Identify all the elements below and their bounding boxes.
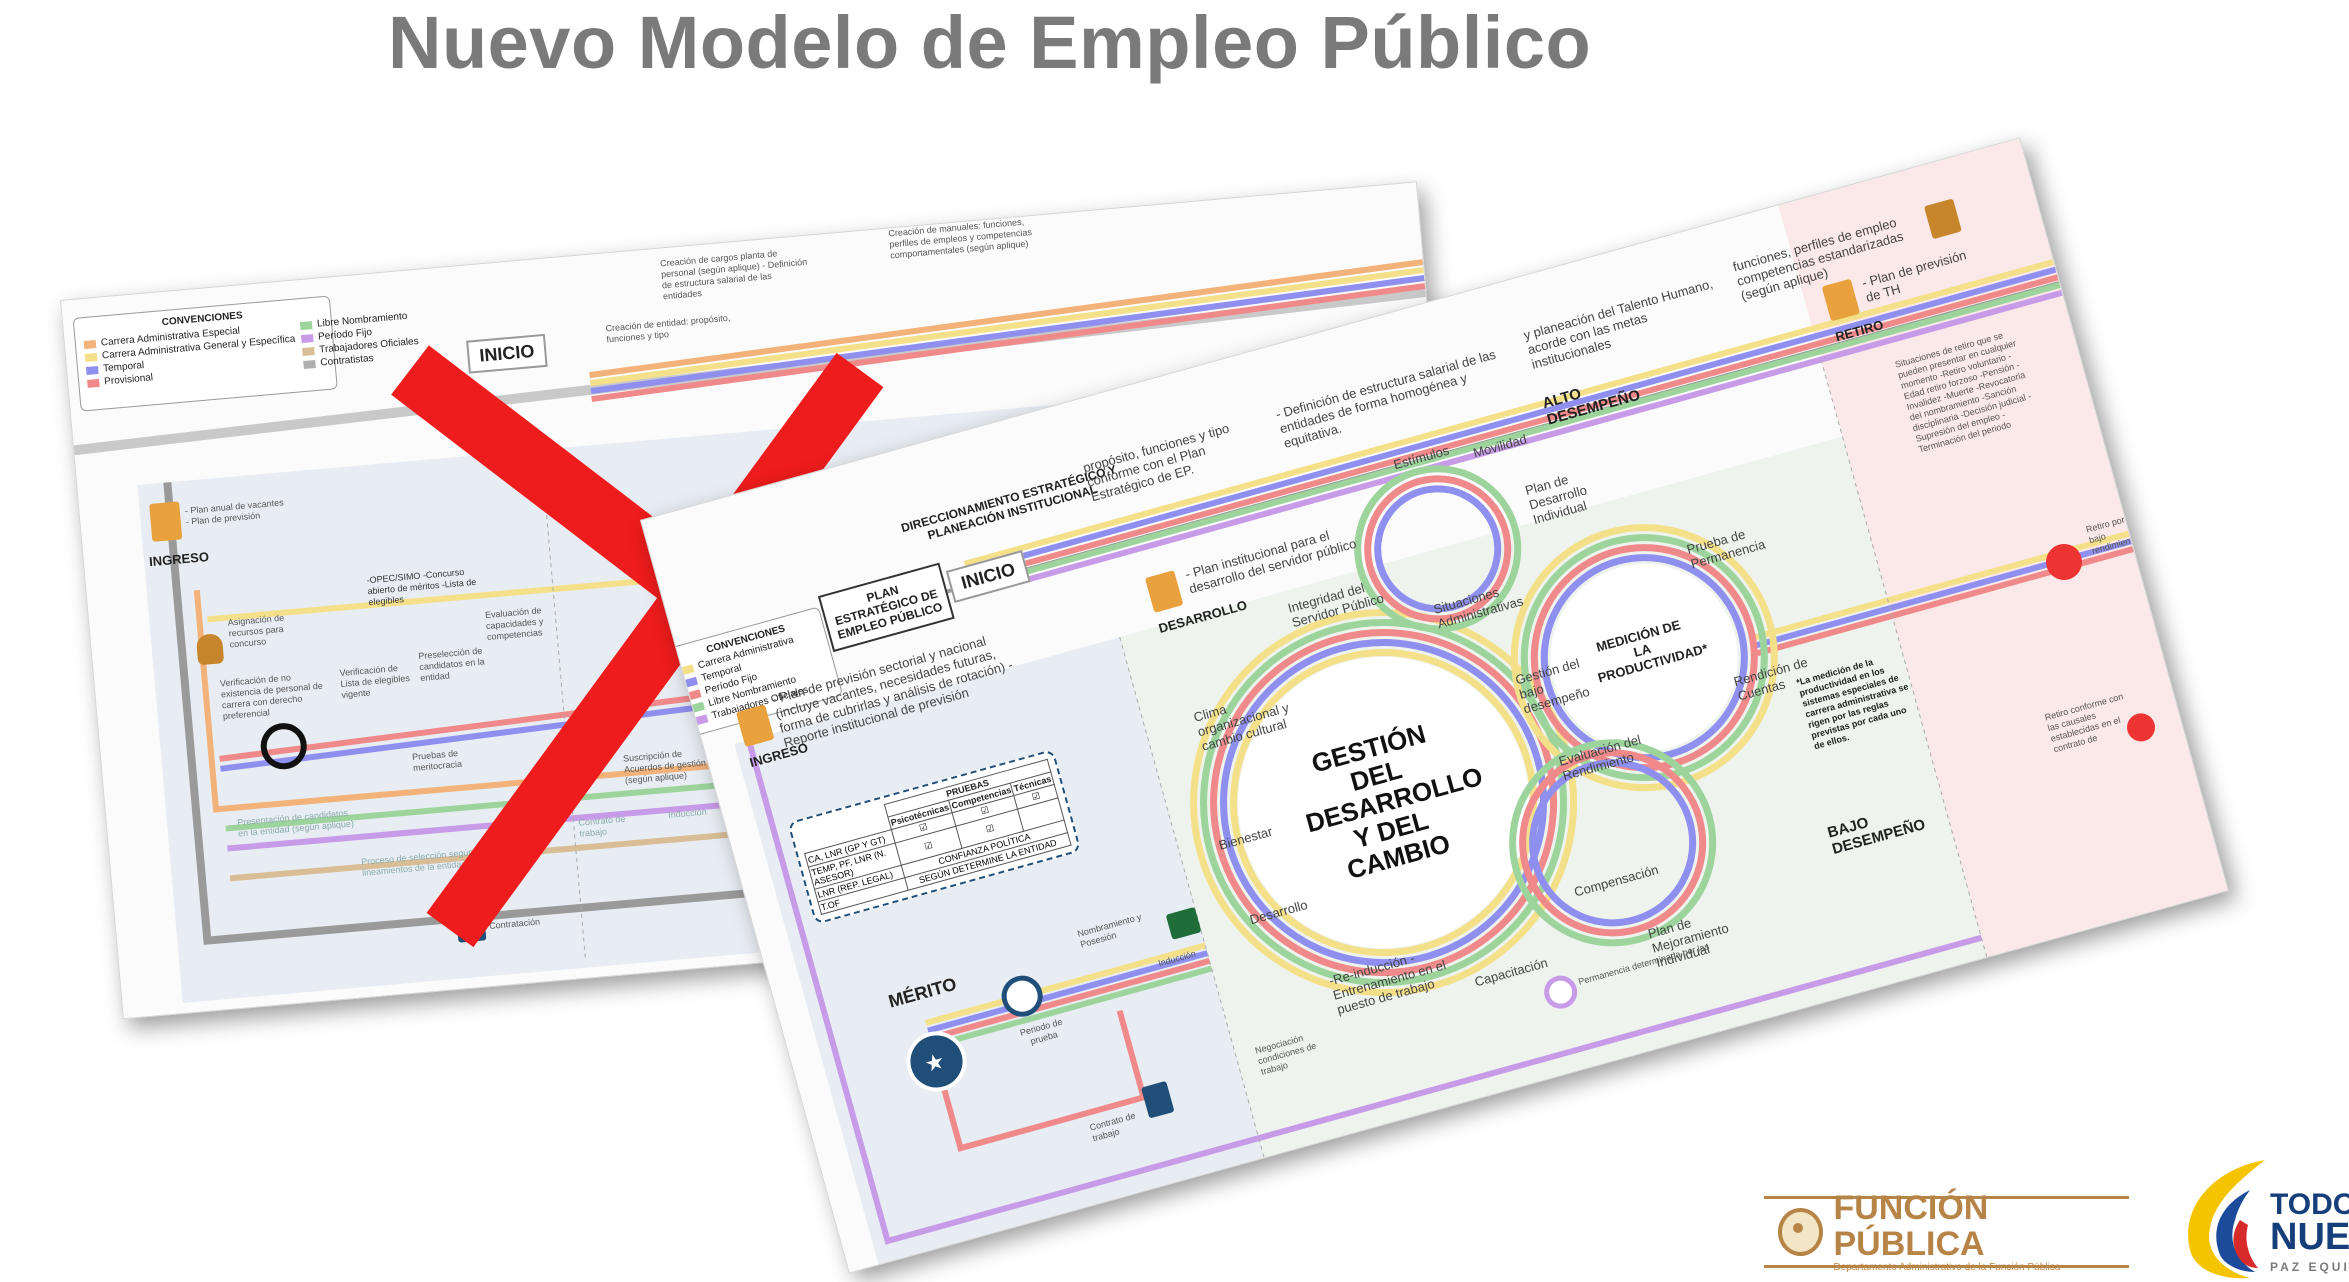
color-swatch — [680, 663, 695, 675]
todos-nuevo-pais-logo: TODOS NUEV PAZ EQUI — [2170, 1150, 2349, 1282]
color-swatch — [694, 713, 709, 725]
color-swatch — [85, 365, 99, 375]
color-swatch — [84, 352, 98, 362]
color-swatch — [303, 359, 316, 369]
funcion-publica-logo: FUNCIÓN PÚBLICA Departamento Administrat… — [1764, 1190, 2129, 1273]
new-model-slide: CONVENCIONES Carrera Administrativa Temp… — [640, 137, 2229, 1274]
colombia-swoosh-icon — [2188, 1160, 2265, 1279]
old-asignacion: Asignación de recursos para concurso — [227, 612, 285, 650]
document-icon — [149, 501, 183, 542]
paz-equidad-text: PAZ EQUI — [2270, 1260, 2349, 1274]
new-model-flow-lines — [641, 138, 2228, 1273]
coat-of-arms-icon — [1778, 1208, 1824, 1256]
nuevo-text: NUEV — [2270, 1216, 2349, 1258]
money-bag-icon — [195, 633, 225, 666]
color-swatch — [83, 339, 97, 349]
funcion-publica-name: FUNCIÓN PÚBLICA — [1833, 1189, 1989, 1263]
funcion-publica-subtitle: Departamento Administrativo de la Funció… — [1833, 1262, 2061, 1273]
color-swatch — [87, 378, 100, 388]
todos-text: TODOS — [2270, 1188, 2349, 1221]
page-title: Nuevo Modelo de Empleo Público — [388, 1, 1592, 84]
color-swatch — [300, 333, 314, 343]
color-swatch — [684, 676, 698, 688]
color-swatch — [687, 688, 702, 700]
color-swatch — [691, 701, 705, 713]
color-swatch — [302, 346, 315, 356]
color-swatch — [299, 320, 313, 330]
